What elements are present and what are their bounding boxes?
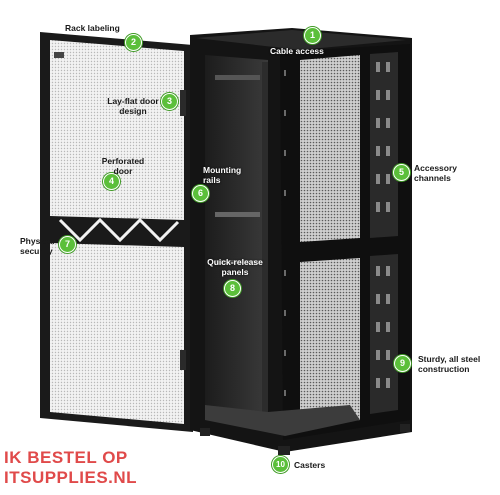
callout-label-quick-release-panels: Quick-release panels xyxy=(207,257,263,277)
callout-badge-1: 1 xyxy=(304,27,321,44)
callout-label-rack-labeling: Rack labeling xyxy=(65,23,120,33)
callout-label-sturdy-all-steel-construction: Sturdy, all steel construction xyxy=(418,354,481,374)
callout-badge-4: 4 xyxy=(103,173,120,190)
callout-badge-5: 5 xyxy=(393,164,410,181)
callout-badge-10: 10 xyxy=(272,456,289,473)
watermark-line-2: ITSUPPLIES.NL xyxy=(4,468,138,487)
callout-badge-9: 9 xyxy=(394,355,411,372)
rack-body xyxy=(190,28,412,452)
callout-label-mounting-rails: Mounting rails xyxy=(203,165,242,185)
callout-label-casters: Casters xyxy=(294,460,326,470)
callout-label-physical-security: Physical security xyxy=(20,236,55,256)
callout-badge-8: 8 xyxy=(224,280,241,297)
callout-label-perforated-door: Perforated door xyxy=(101,156,145,176)
watermark-line-1: IK BESTEL OP xyxy=(4,448,128,467)
callout-label-cable-access: Cable access xyxy=(270,46,324,56)
callout-label-accessory-channels: Accessory channels xyxy=(414,163,458,183)
casters xyxy=(200,424,410,455)
front-door xyxy=(40,32,193,432)
callout-badge-6: 6 xyxy=(192,185,209,202)
callout-label-lay-flat-door-design: Lay-flat door design xyxy=(107,96,159,116)
callout-badge-2: 2 xyxy=(125,34,142,51)
callout-badge-7: 7 xyxy=(59,236,76,253)
callout-badge-3: 3 xyxy=(161,93,178,110)
